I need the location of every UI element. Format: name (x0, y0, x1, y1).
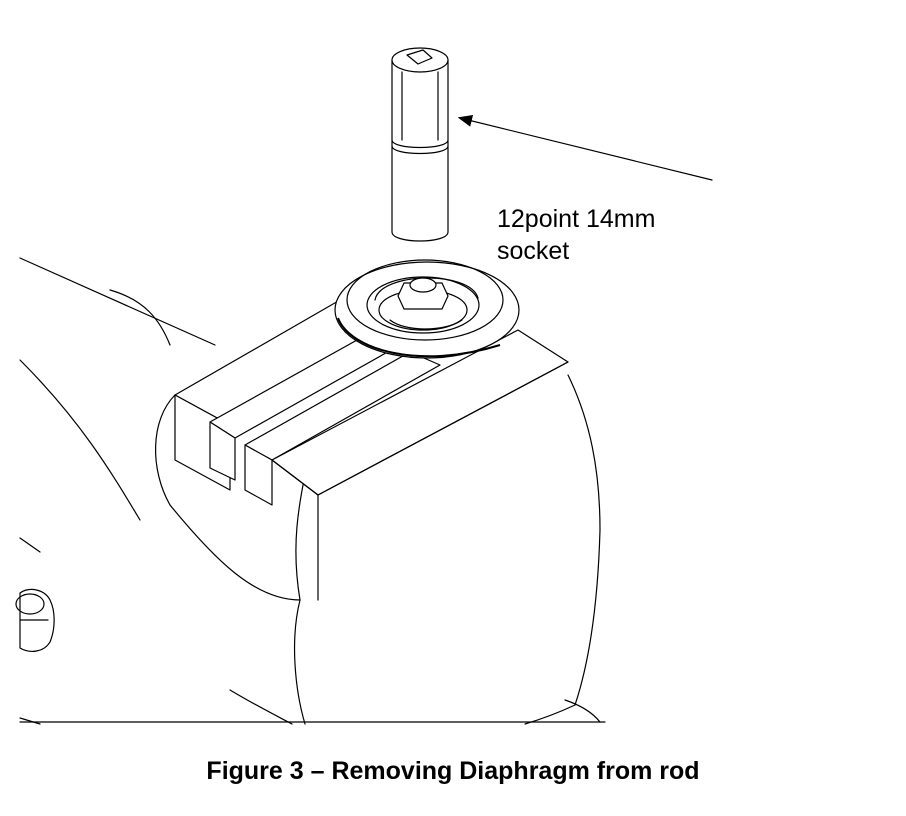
diaphragm-assembly (334, 259, 520, 359)
socket-tool (391, 47, 449, 242)
callout-arrow (457, 115, 713, 181)
hex-nut (397, 282, 449, 310)
vise-jaws (174, 299, 569, 601)
socket-callout-label: 12point 14mm socket (497, 203, 655, 267)
workpiece-body (19, 257, 216, 725)
figure-caption: Figure 3 – Removing Diaphragm from rod (206, 757, 700, 785)
bolt-head (15, 588, 55, 652)
callout-line-1: 12point 14mm (497, 205, 656, 233)
callout-line-2: socket (497, 237, 570, 265)
vise-body (19, 374, 606, 725)
vise-socket-drawing (15, 47, 713, 725)
